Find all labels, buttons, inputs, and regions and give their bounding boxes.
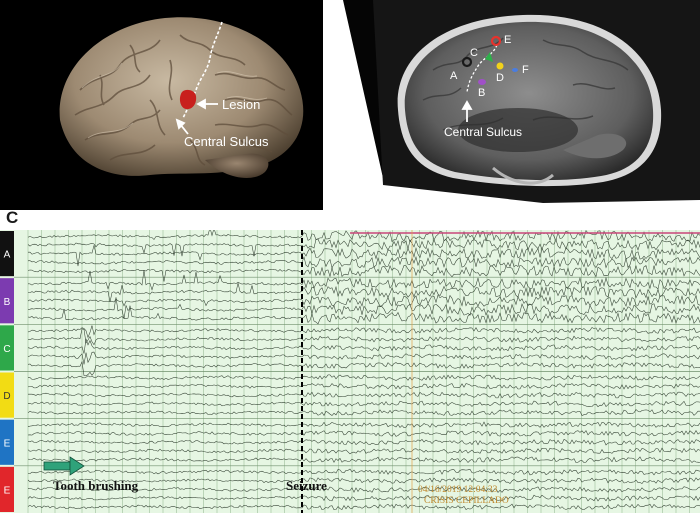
channel-group-3-label: C [3,344,10,355]
channel-group-2-label: B [4,297,11,308]
channel-group-6-label: E [4,485,11,496]
svg-text:D: D [496,72,504,84]
event-note: CRISIS CEPILLADO [424,496,509,506]
tooth-brushing-label: Tooth brushing [53,478,139,493]
panel-b-mri: A B C D E F Central Sulcus [343,0,700,210]
mri-head-slice [397,14,662,187]
panel-a-brain-render: Lesion Central Sulcus [0,0,323,210]
channel-group-2-swatch [0,278,14,324]
lesion-label: Lesion [222,97,260,112]
eeg-group-dividers [14,276,700,467]
electrode-b: B [478,79,486,99]
lesion-marker [179,89,197,110]
central-sulcus-arrow [175,118,189,135]
electrode-c: C [470,47,493,62]
eeg-traces [27,230,700,511]
channel-group-5-label: E [4,438,11,449]
channel-group-5-swatch [0,419,14,465]
svg-text:E: E [504,34,511,46]
central-sulcus-label-a: Central Sulcus [184,134,269,149]
central-sulcus-arrow-b [461,100,473,122]
svg-text:B: B [478,87,485,99]
central-sulcus-line-b [466,44,498,93]
channel-group-column: A B C D E E [0,231,14,512]
electrode-d: D [496,62,504,84]
svg-text:F: F [522,64,529,76]
electrode-a: A [450,56,473,82]
tooth-brushing-arrow [43,456,85,476]
channel-group-4-swatch [0,372,14,418]
svg-text:A: A [450,70,458,82]
channel-group-1-swatch [0,231,14,277]
central-sulcus-line [182,21,223,119]
channel-group-1-label: A [4,250,11,261]
electrode-e: E [490,34,511,47]
seizure-label: Seizure [286,478,327,493]
panel-c-eeg: A B C D E E Tooth brushing Seizure 04/16/2019… [0,230,700,513]
svg-text:C: C [470,47,478,59]
event-timestamp: 04/16/2019 12:04:33 [418,485,498,495]
panel-c-letter: C [6,208,19,227]
channel-group-4-label: D [3,391,10,402]
central-sulcus-label-b: Central Sulcus [444,125,522,139]
lesion-arrow [196,98,218,110]
channel-group-3-swatch [0,325,14,371]
electrode-f: F [512,64,529,76]
channel-group-6-swatch [0,466,14,512]
